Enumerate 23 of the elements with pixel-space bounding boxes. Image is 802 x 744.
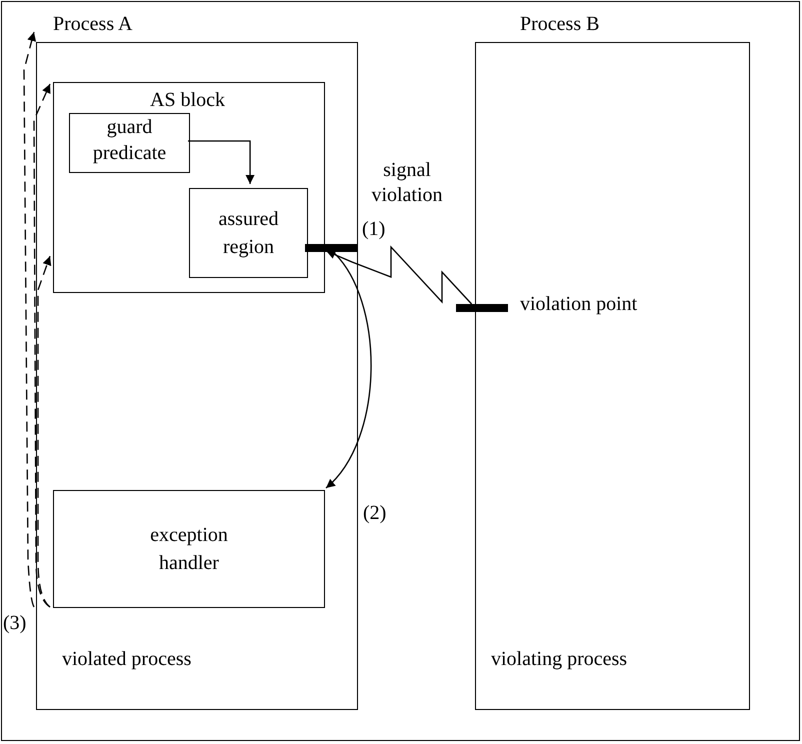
node-label: guard predicate (92, 116, 166, 164)
process-box (189, 188, 308, 278)
node-label: exception handler (149, 523, 229, 576)
text-label: (2) (363, 501, 386, 526)
edge-label: signal violation (370, 158, 444, 208)
text-label: violated process (62, 647, 192, 672)
node-caption: violation point (520, 292, 638, 317)
arrow (37, 256, 52, 608)
arrow (23, 32, 36, 608)
node-label: assured region (218, 207, 280, 260)
bar-marker (305, 244, 358, 252)
node-label: Process B (520, 13, 600, 35)
node-label: Process A (53, 13, 132, 35)
arrow (188, 140, 255, 184)
arrow (326, 250, 372, 488)
arrow (33, 84, 51, 608)
process-box (69, 113, 190, 173)
process-box (53, 490, 325, 608)
process-box (53, 82, 325, 293)
node-label: AS block (150, 89, 225, 111)
text-label: (1) (362, 217, 386, 242)
text-label: violating process (491, 647, 628, 672)
text-label: (3) (3, 611, 26, 636)
